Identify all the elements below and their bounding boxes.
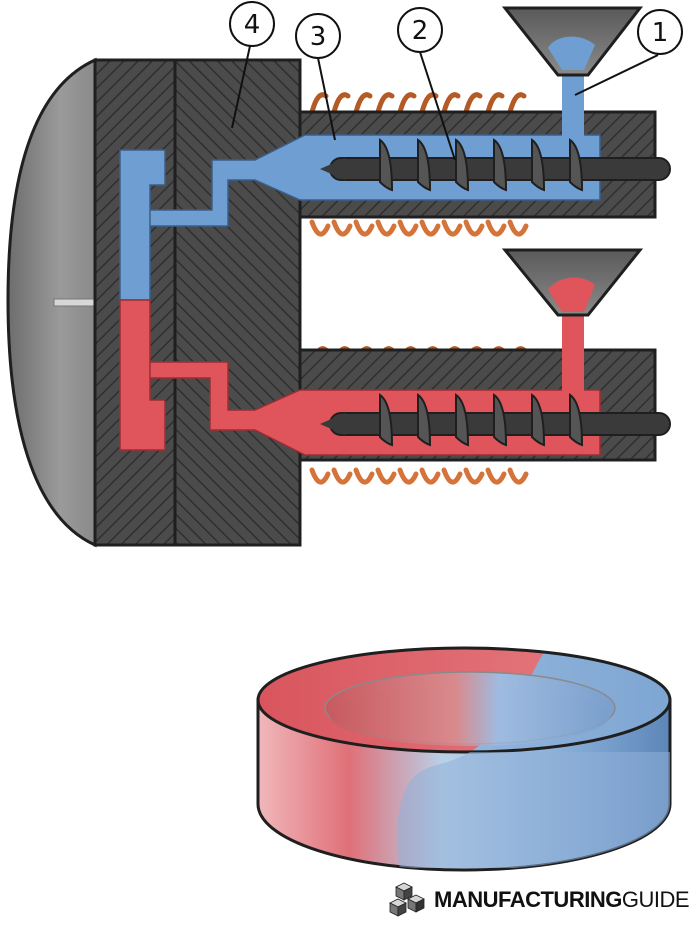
callout-1: 1 <box>574 9 683 96</box>
callout-3-label: 3 <box>310 22 327 52</box>
mould-half-right <box>173 58 302 547</box>
injection-unit-lower <box>119 248 671 485</box>
callout-2: 2 <box>397 7 456 161</box>
callout-2-label: 2 <box>412 16 429 46</box>
callout-4-label: 4 <box>244 10 261 40</box>
brand-name-part2: GUIDE <box>621 887 690 912</box>
brand-name-part1: MANUFACTURING <box>434 887 622 912</box>
callout-3: 3 <box>295 13 341 141</box>
screw-lower <box>320 393 671 447</box>
brand-logo: MANUFACTURING GUIDE <box>388 880 690 920</box>
mould-platen <box>6 57 97 548</box>
stacked-cubes-icon <box>389 882 425 917</box>
screw-upper <box>320 138 671 192</box>
callout-1-label: 1 <box>652 18 669 48</box>
injection-unit-upper <box>119 6 671 301</box>
moulded-ring-part <box>256 646 672 872</box>
callout-4: 4 <box>229 1 275 129</box>
